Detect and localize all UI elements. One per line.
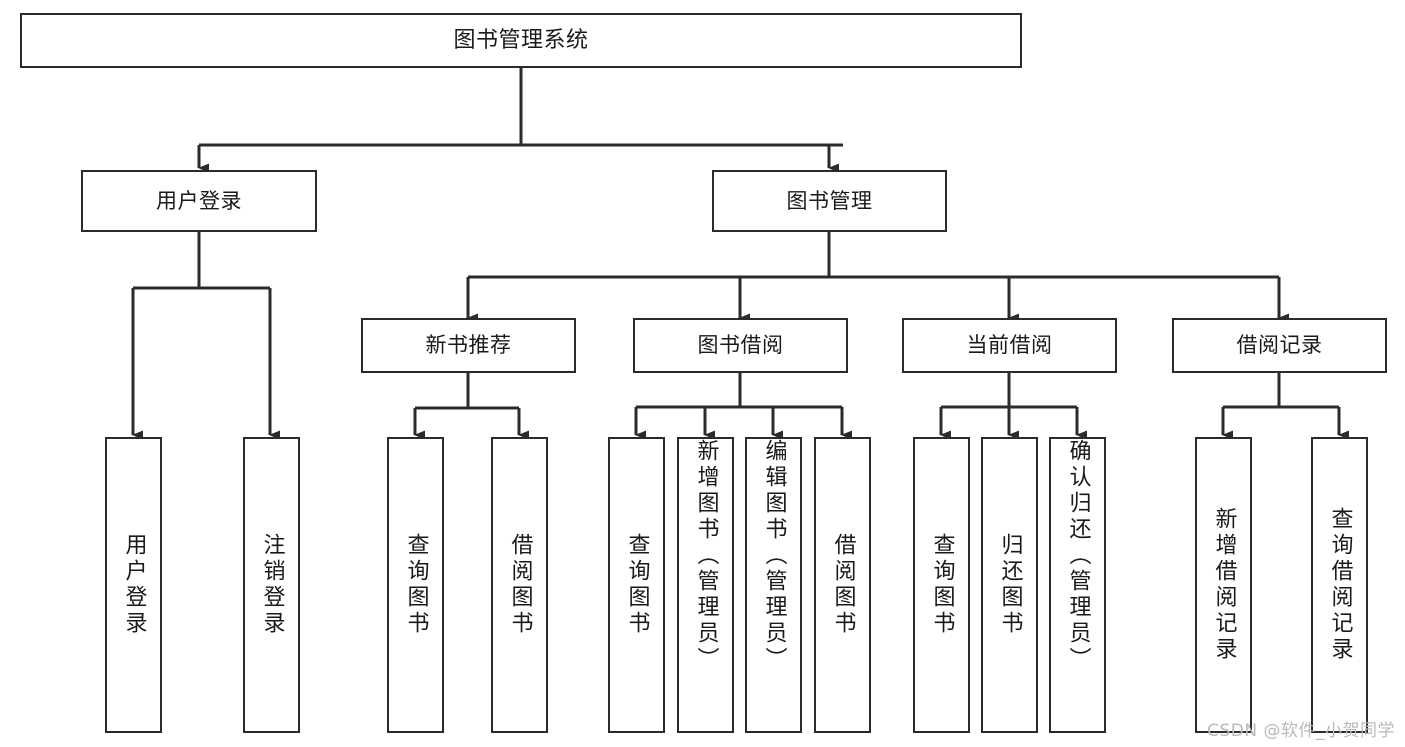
node-leaf-borrow-book-2-label: 借阅图书 bbox=[830, 533, 856, 637]
node-leaf-add-record[interactable]: 新增借阅记录 bbox=[1195, 437, 1252, 733]
node-leaf-query-record[interactable]: 查询借阅记录 bbox=[1311, 437, 1368, 733]
node-leaf-return-book-label: 归还图书 bbox=[997, 533, 1023, 637]
node-leaf-query-book-2[interactable]: 查询图书 bbox=[608, 437, 665, 733]
node-leaf-user-login-label: 用户登录 bbox=[121, 533, 147, 637]
node-leaf-borrow-book-2[interactable]: 借阅图书 bbox=[814, 437, 871, 733]
node-user-login-label: 用户登录 bbox=[156, 188, 242, 213]
watermark-text: CSDN @软件_小贺同学 bbox=[1207, 721, 1395, 741]
node-root[interactable]: 图书管理系统 bbox=[20, 13, 1022, 68]
node-leaf-user-login[interactable]: 用户登录 bbox=[105, 437, 162, 733]
node-leaf-edit-book-label: 编辑图书（管理员） bbox=[761, 439, 787, 673]
node-leaf-query-record-label: 查询借阅记录 bbox=[1327, 507, 1353, 663]
node-leaf-query-book-2-label: 查询图书 bbox=[624, 533, 650, 637]
node-new-book-recommend[interactable]: 新书推荐 bbox=[361, 318, 576, 373]
node-book-borrow[interactable]: 图书借阅 bbox=[633, 318, 848, 373]
node-leaf-query-book-1-label: 查询图书 bbox=[403, 533, 429, 637]
node-current-borrow-label: 当前借阅 bbox=[966, 333, 1053, 358]
node-new-book-recommend-label: 新书推荐 bbox=[425, 333, 512, 358]
node-leaf-logout[interactable]: 注销登录 bbox=[243, 437, 300, 733]
node-leaf-query-book-1[interactable]: 查询图书 bbox=[387, 437, 444, 733]
node-root-label: 图书管理系统 bbox=[453, 27, 589, 53]
node-leaf-borrow-book-1-label: 借阅图书 bbox=[507, 533, 533, 637]
node-leaf-query-book-3[interactable]: 查询图书 bbox=[913, 437, 970, 733]
node-leaf-return-book[interactable]: 归还图书 bbox=[981, 437, 1038, 733]
node-current-borrow[interactable]: 当前借阅 bbox=[902, 318, 1117, 373]
node-leaf-confirm-return-label: 确认归还（管理员） bbox=[1065, 439, 1091, 673]
node-book-manage-label: 图书管理 bbox=[786, 188, 873, 213]
node-leaf-query-book-3-label: 查询图书 bbox=[929, 533, 955, 637]
node-leaf-add-book[interactable]: 新增图书（管理员） bbox=[677, 437, 734, 733]
node-book-borrow-label: 图书借阅 bbox=[697, 333, 784, 358]
node-leaf-logout-label: 注销登录 bbox=[259, 533, 285, 637]
node-borrow-record[interactable]: 借阅记录 bbox=[1172, 318, 1387, 373]
node-leaf-confirm-return[interactable]: 确认归还（管理员） bbox=[1049, 437, 1106, 733]
node-user-login[interactable]: 用户登录 bbox=[81, 170, 317, 232]
node-book-manage[interactable]: 图书管理 bbox=[712, 170, 947, 232]
node-leaf-borrow-book-1[interactable]: 借阅图书 bbox=[491, 437, 548, 733]
node-borrow-record-label: 借阅记录 bbox=[1236, 333, 1323, 358]
node-leaf-add-record-label: 新增借阅记录 bbox=[1211, 507, 1237, 663]
node-leaf-add-book-label: 新增图书（管理员） bbox=[693, 439, 719, 673]
node-leaf-edit-book[interactable]: 编辑图书（管理员） bbox=[745, 437, 802, 733]
